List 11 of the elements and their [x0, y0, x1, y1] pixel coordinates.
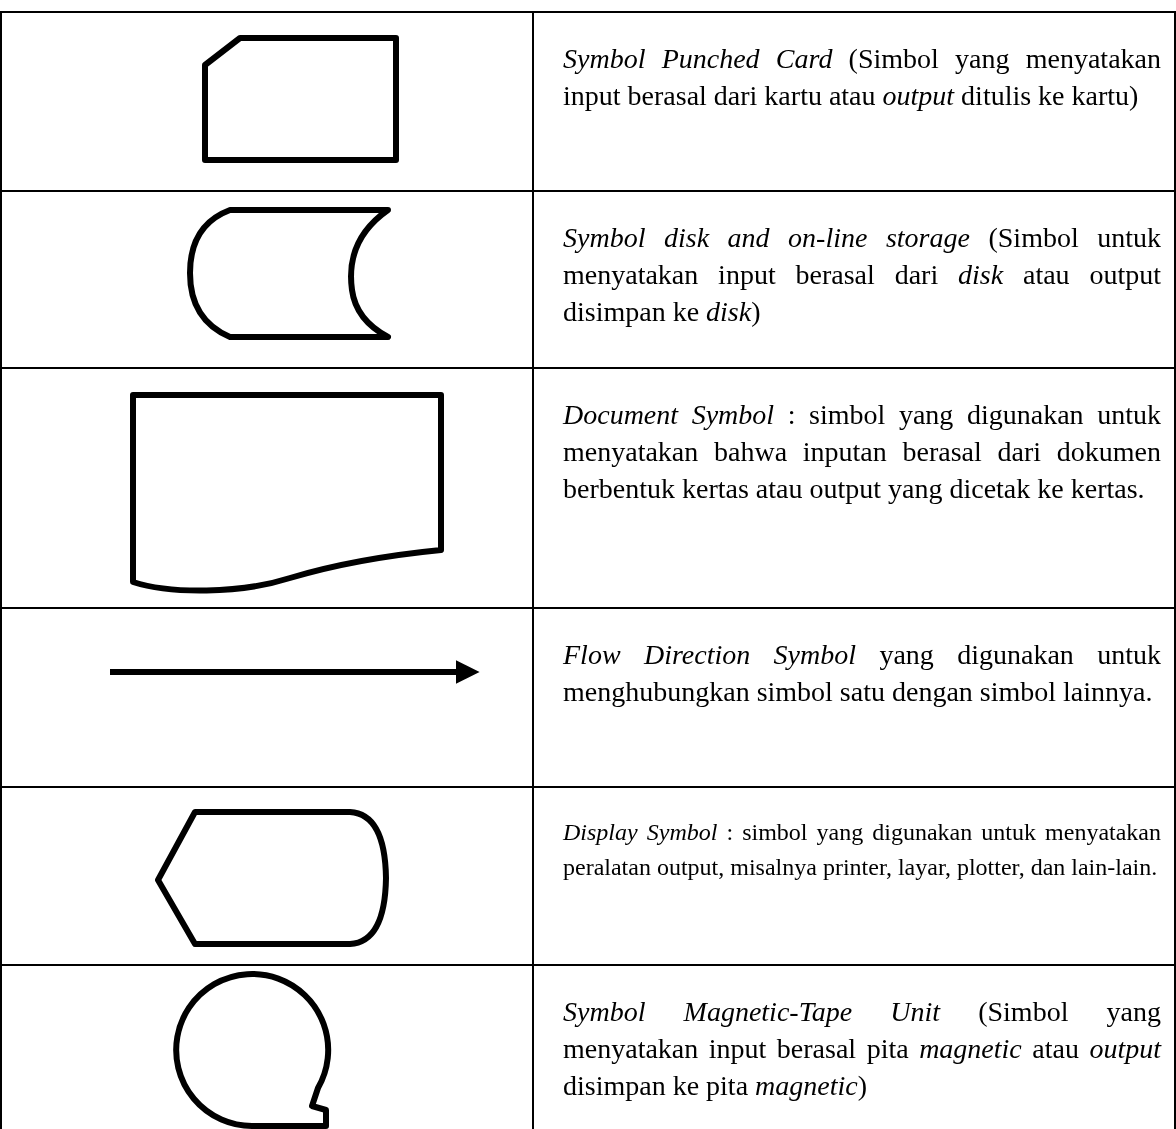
description-text: Symbol Magnetic-Tape Unit (Simbol yang menyatakan input berasal pita magnetic atau output disimpan ke pita magnetic): [563, 995, 1161, 1103]
description-text: Flow Direction Symbol yang digunakan untuk menghubungkan simbol satu dengan simbol lainnya.: [563, 638, 1161, 709]
magnetic-tape-symbol: [173, 971, 332, 1129]
description-text: Display Symbol : simbol yang digunakan untuk menyatakan peralatan output, misalnya printer, layar, plotter, dan lain-lain.: [563, 818, 1161, 882]
document-symbol: [130, 392, 444, 594]
disk-storage-symbol: [187, 207, 391, 340]
display-symbol: [155, 809, 389, 947]
description-text: Document Symbol : simbol yang digunakan untuk menyatakan bahwa inputan berasal dari dokumen berbentuk kertas atau output yang dicetak ke kertas.: [563, 398, 1161, 506]
description-text: Symbol Punched Card (Simbol yang menyatakan input berasal dari kartu atau output ditulis ke kartu): [563, 42, 1161, 113]
punched-card-symbol: [202, 35, 399, 163]
description-text: Symbol disk and on-line storage (Simbol untuk menyatakan input berasal dari disk atau output disimpan ke disk): [563, 221, 1161, 329]
